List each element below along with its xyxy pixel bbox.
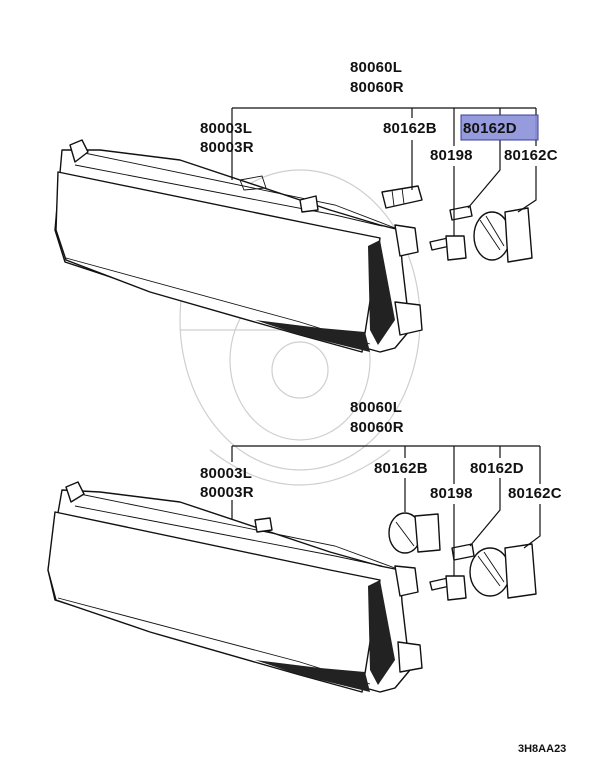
bulb-80162d-bottom[interactable] <box>451 543 475 561</box>
bulb-80162c-bottom[interactable] <box>469 543 537 599</box>
label-housing-r-bottom[interactable]: 80003R <box>200 484 254 501</box>
label-assembly-l-top[interactable]: 80060L <box>350 59 402 76</box>
label-bulb-d-bottom[interactable]: 80162D <box>470 460 524 477</box>
top-assembly: 80060L 80060R 80003L 80003R 80162B 80162… <box>54 59 558 353</box>
highlight-box <box>460 114 539 141</box>
headlamp-bottom[interactable] <box>47 481 423 693</box>
label-assembly-r-top[interactable]: 80060R <box>350 79 404 96</box>
label-assembly-r-bottom[interactable]: 80060R <box>350 419 404 436</box>
bulb-80162b-bottom[interactable] <box>388 512 441 554</box>
label-screw-bottom[interactable]: 80198 <box>430 485 473 502</box>
label-housing-l-bottom[interactable]: 80003L <box>200 465 252 482</box>
label-assembly-l-bottom[interactable]: 80060L <box>350 399 402 416</box>
headlamp-top[interactable] <box>54 139 423 353</box>
leader-lines-bottom <box>231 445 541 576</box>
label-housing-l-top[interactable]: 80003L <box>200 120 252 137</box>
label-bulb-c-top[interactable]: 80162C <box>504 147 558 164</box>
label-bulb-b-bottom[interactable]: 80162B <box>374 460 428 477</box>
label-bulb-c-bottom[interactable]: 80162C <box>508 485 562 502</box>
label-screw-top[interactable]: 80198 <box>430 147 473 164</box>
bulb-80162d-top[interactable] <box>449 205 473 221</box>
bulb-80162c-top[interactable] <box>473 207 533 263</box>
label-housing-r-top[interactable]: 80003R <box>200 139 254 156</box>
label-bulb-d-top[interactable]: 80162D <box>463 120 517 137</box>
diagram-reference-code: 3H8AA23 <box>518 743 566 755</box>
screw-80198-bottom[interactable] <box>429 575 467 601</box>
screw-80198-top[interactable] <box>429 235 467 261</box>
label-bulb-b-top[interactable]: 80162B <box>383 120 437 137</box>
bulb-80162b-top[interactable] <box>381 185 423 209</box>
bottom-assembly: 80060L 80060R 80003L 80003R 80162B 80162… <box>47 399 562 693</box>
